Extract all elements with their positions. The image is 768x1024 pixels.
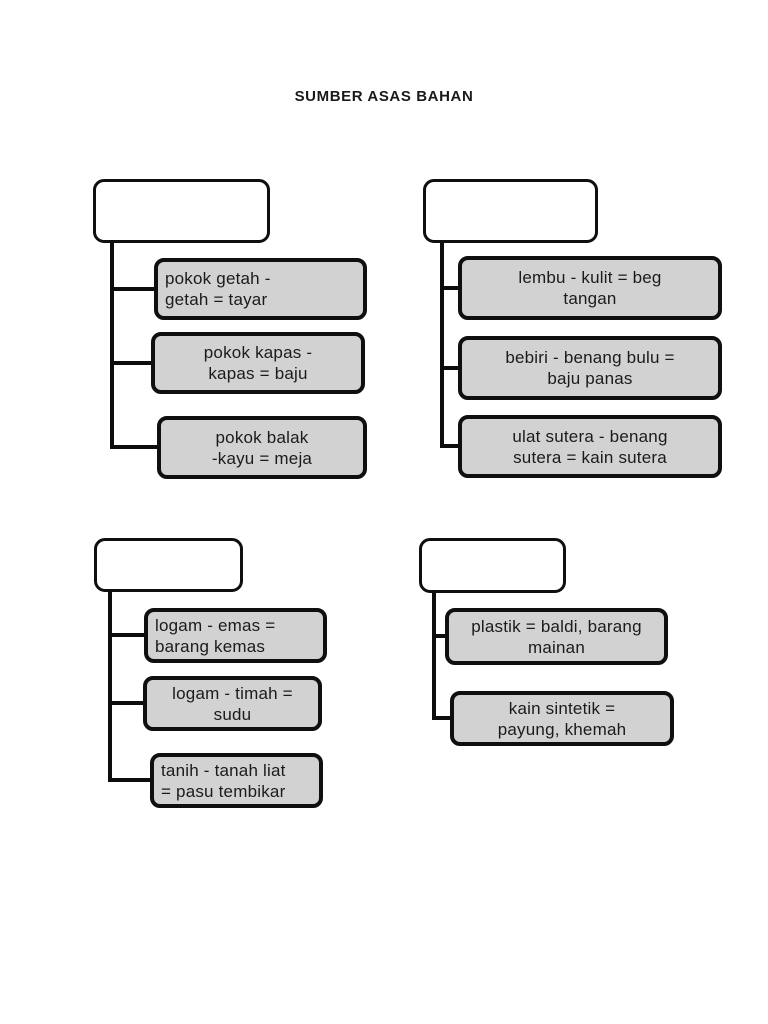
- tree-2-child-box: ulat sutera - benang sutera = kain suter…: [458, 415, 722, 478]
- tree-1-child-box: pokok kapas - kapas = baju: [151, 332, 365, 394]
- tree-1-connector-stub: [110, 445, 159, 449]
- tree-1-child-box: pokok getah - getah = tayar: [154, 258, 367, 320]
- tree-4-connector-stub: [432, 716, 452, 720]
- tree-1-connector-stub: [110, 361, 153, 365]
- tree-4-parent-box: [419, 538, 566, 593]
- tree-3-parent-box: [94, 538, 243, 592]
- tree-1-child-box: pokok balak -kayu = meja: [157, 416, 367, 479]
- tree-1-connector-vline: [110, 243, 114, 449]
- tree-2-parent-box: [423, 179, 598, 243]
- tree-1-connector-stub: [110, 287, 156, 291]
- tree-2-connector-stub: [440, 286, 460, 290]
- tree-1-parent-box: [93, 179, 270, 243]
- tree-3-connector-stub: [108, 701, 145, 705]
- tree-3-connector-stub: [108, 778, 152, 782]
- tree-4-connector-vline: [432, 593, 436, 720]
- tree-4-connector-stub: [432, 634, 447, 638]
- tree-4-child-box: kain sintetik = payung, khemah: [450, 691, 674, 746]
- tree-3-child-box: logam - emas = barang kemas: [144, 608, 327, 663]
- tree-3-connector-stub: [108, 633, 146, 637]
- tree-3-child-box: logam - timah = sudu: [143, 676, 322, 731]
- tree-2-child-box: bebiri - benang bulu = baju panas: [458, 336, 722, 400]
- tree-4-child-box: plastik = baldi, barang mainan: [445, 608, 668, 665]
- tree-2-connector-stub: [440, 366, 460, 370]
- page-title: SUMBER ASAS BAHAN: [294, 88, 474, 105]
- tree-3-child-box: tanih - tanah liat = pasu tembikar: [150, 753, 323, 808]
- tree-2-connector-stub: [440, 444, 460, 448]
- tree-3-connector-vline: [108, 592, 112, 782]
- tree-2-connector-vline: [440, 243, 444, 448]
- tree-2-child-box: lembu - kulit = beg tangan: [458, 256, 722, 320]
